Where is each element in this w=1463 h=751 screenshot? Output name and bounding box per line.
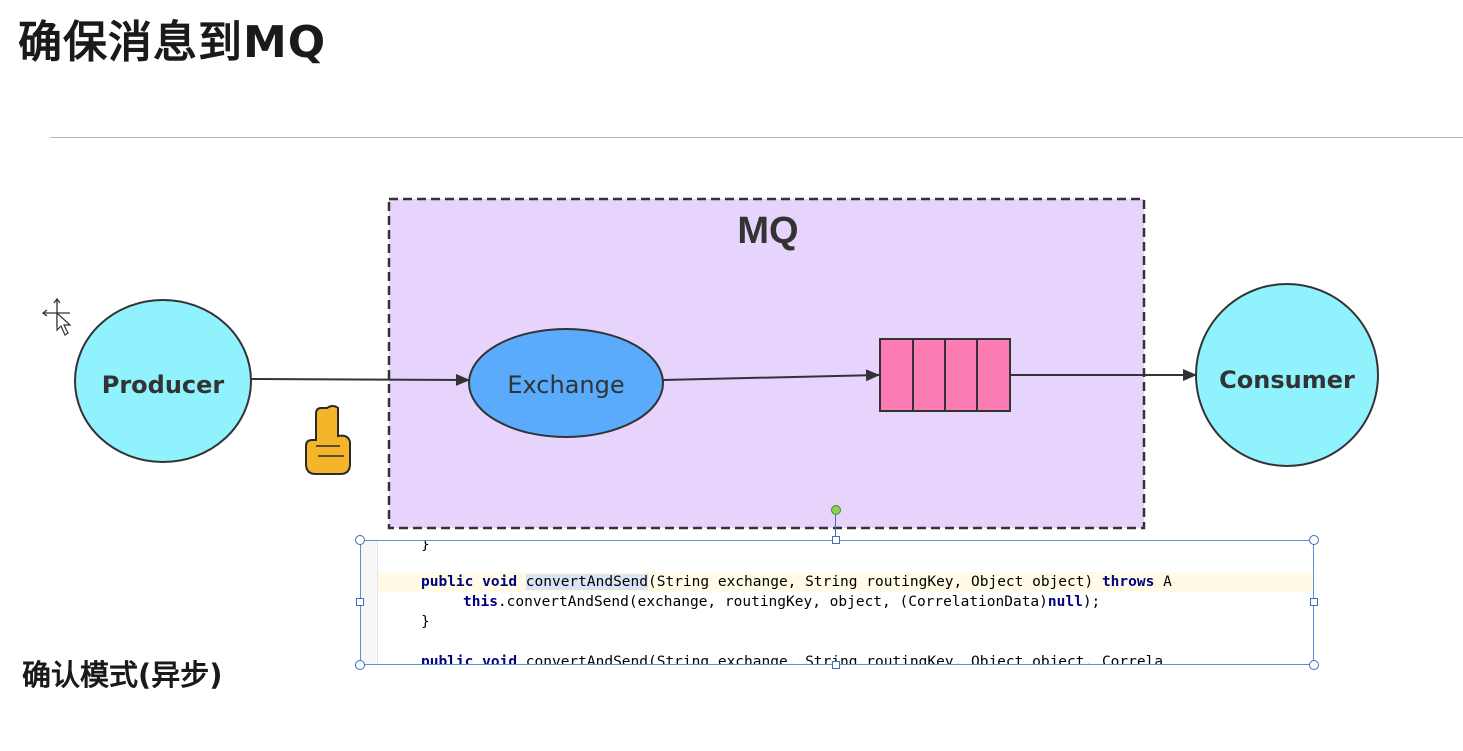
code-text: .convertAndSend(exchange, routingKey, ob… (497, 594, 1048, 610)
move-cursor-icon (41, 297, 72, 336)
producer-label: Producer (102, 371, 225, 399)
code-line: public void convertAndSend(String exchan… (378, 572, 1313, 592)
rotate-handle-stem (835, 515, 836, 538)
code-keyword: public (421, 654, 474, 665)
slide-subtitle: 确认模式(异步) (22, 658, 223, 692)
consumer-label: Consumer (1219, 366, 1355, 394)
queue-cell (879, 338, 914, 412)
resize-handle-left[interactable] (356, 598, 364, 606)
resize-handle-top-left[interactable] (355, 535, 365, 545)
resize-handle-top[interactable] (832, 536, 840, 544)
slide-title: 确保消息到MQ (18, 17, 327, 68)
rotate-handle[interactable] (831, 505, 841, 515)
consumer-node (1195, 283, 1379, 467)
queue-cell (976, 338, 1011, 412)
resize-handle-bottom-right[interactable] (1309, 660, 1319, 670)
code-keyword: null (1047, 594, 1083, 610)
exchange-label: Exchange (507, 371, 624, 399)
code-method-name: convertAndSend (525, 574, 648, 590)
mq-label: MQ (737, 210, 798, 252)
code-snippet-image[interactable]: } public void convertAndSend(String exch… (360, 540, 1314, 665)
code-keyword: throws (1101, 574, 1155, 590)
code-keyword: public (421, 574, 474, 590)
code-line: this.convertAndSend(exchange, routingKey… (463, 592, 1100, 612)
queue-cell (912, 338, 946, 412)
code-keyword: void (482, 574, 518, 590)
code-text: ); (1082, 594, 1101, 610)
resize-handle-bottom[interactable] (832, 661, 840, 669)
code-keyword: void (482, 654, 518, 665)
code-text: (String exchange, String routingKey, Obj… (648, 574, 1102, 590)
resize-handle-top-right[interactable] (1309, 535, 1319, 545)
code-keyword: this (463, 594, 498, 610)
code-text: A (1154, 574, 1172, 590)
queue (879, 338, 1011, 412)
queue-cell (944, 338, 978, 412)
resize-handle-bottom-left[interactable] (355, 660, 365, 670)
producer-node (74, 299, 252, 463)
pointing-hand-icon (305, 405, 351, 475)
title-divider (50, 137, 1463, 138)
resize-handle-right[interactable] (1310, 598, 1318, 606)
code-line: } (421, 614, 430, 630)
exchange-node (468, 328, 664, 438)
code-gutter (361, 541, 378, 664)
code-text: convertAndSend(String exchange, String r… (525, 654, 1164, 665)
code-line: } (421, 540, 430, 553)
exchange-queue-arrow (662, 369, 880, 382)
code-line: public void convertAndSend(String exchan… (421, 652, 1164, 665)
producer-exchange-arrow (250, 373, 470, 386)
